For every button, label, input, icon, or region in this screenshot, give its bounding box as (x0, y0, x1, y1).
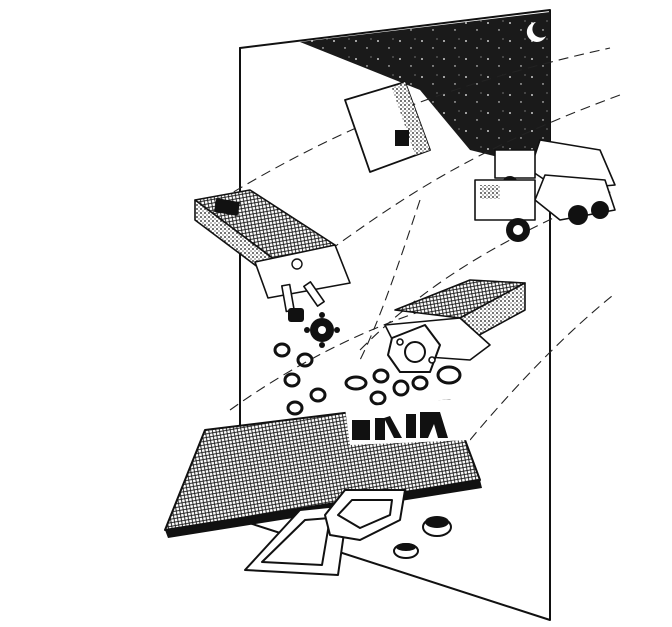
brand-logo (345, 398, 470, 445)
filter-box-open-left (194, 189, 351, 299)
flange-gasket (387, 324, 441, 373)
gear-icon (304, 312, 340, 348)
crescent-moon-icon (526, 22, 546, 42)
gasket-frames (244, 489, 406, 576)
dump-trucks (474, 139, 616, 242)
filter-box-small (344, 81, 431, 173)
night-sky (300, 12, 550, 170)
washers (393, 516, 452, 559)
seal-rings (273, 342, 462, 416)
truck-front (474, 174, 616, 242)
pins (281, 281, 325, 322)
